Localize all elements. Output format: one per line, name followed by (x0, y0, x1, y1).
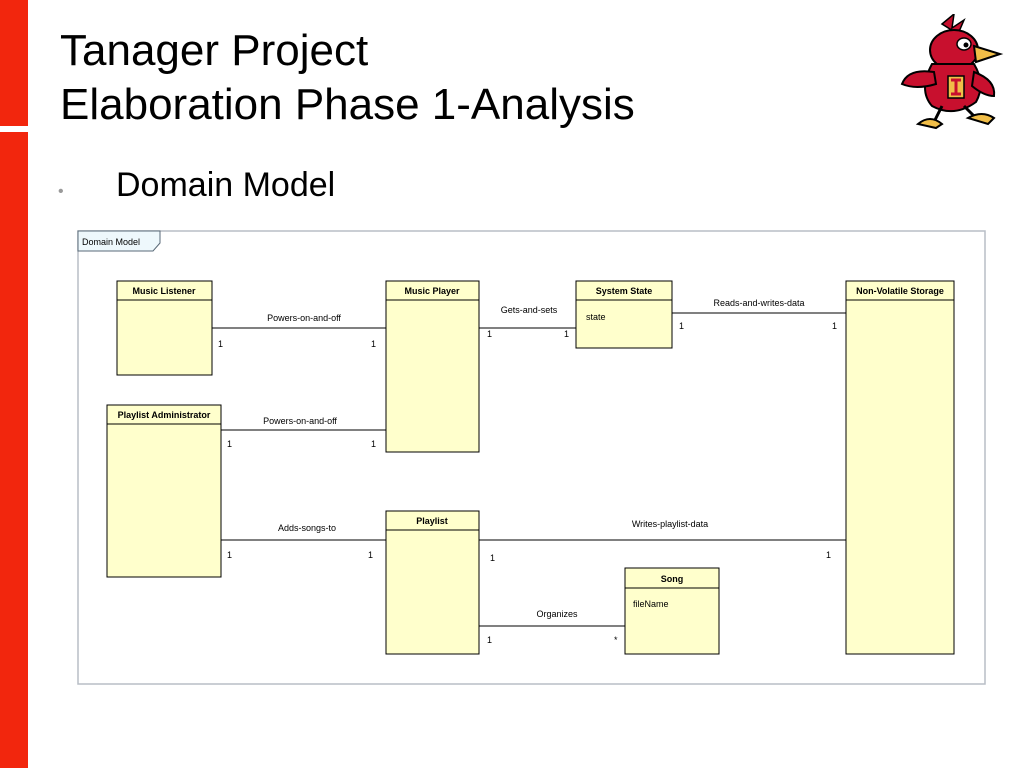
class-name-system-state: System State (596, 286, 653, 296)
slide-title-line-2: Elaboration Phase 1-Analysis (60, 80, 635, 129)
diagram-frame-label: Domain Model (82, 237, 140, 247)
class-system-state: System State state (575, 280, 673, 349)
class-name-music-listener: Music Listener (132, 286, 196, 296)
bullet-dot: • (58, 183, 64, 200)
class-music-player: Music Player (385, 280, 480, 453)
slide-title: Tanager Project Elaboration Phase 1-Anal… (60, 24, 635, 132)
class-playlist: Playlist (385, 510, 480, 655)
diagram-frame (77, 230, 986, 685)
class-name-playlist: Playlist (416, 516, 448, 526)
mult-playlist-storage-from: 1 (490, 553, 495, 563)
assoc-label-playlist-song: Organizes (536, 609, 578, 619)
class-name-song: Song (661, 574, 684, 584)
class-name-playlist-administrator: Playlist Administrator (118, 410, 211, 420)
assoc-label-admin-player: Powers-on-and-off (263, 416, 337, 426)
mult-state-storage-to: 1 (832, 321, 837, 331)
mult-admin-playlist-from: 1 (227, 550, 232, 560)
bullet-domain-model: Domain Model (116, 166, 336, 204)
class-music-listener: Music Listener (116, 280, 213, 376)
association-labels: Powers-on-and-off 1 1 Gets-and-sets 1 1 … (218, 298, 837, 645)
mult-player-state-from: 1 (487, 329, 492, 339)
class-song: Song fileName (624, 567, 720, 655)
mult-playlist-storage-to: 1 (826, 550, 831, 560)
mult-admin-playlist-to: 1 (368, 550, 373, 560)
mult-player-state-to: 1 (564, 329, 569, 339)
assoc-label-playlist-storage: Writes-playlist-data (632, 519, 708, 529)
class-attr-song: fileName (633, 599, 669, 609)
mult-admin-player-from: 1 (227, 439, 232, 449)
class-non-volatile-storage: Non-Volatile Storage (845, 280, 955, 655)
left-accent-divider (0, 126, 28, 132)
assoc-label-listener-player: Powers-on-and-off (267, 313, 341, 323)
mult-player-end: 1 (371, 339, 376, 349)
mult-listener-end: 1 (218, 339, 223, 349)
association-lines (212, 312, 846, 627)
mult-playlist-song-from: 1 (487, 635, 492, 645)
cardinal-mascot-icon (900, 14, 1004, 130)
diagram-frame-tab (77, 230, 161, 252)
assoc-label-state-storage: Reads-and-writes-data (713, 298, 804, 308)
class-name-non-volatile-storage: Non-Volatile Storage (856, 286, 944, 296)
class-name-music-player: Music Player (404, 286, 460, 296)
assoc-label-admin-playlist: Adds-songs-to (278, 523, 336, 533)
class-attr-system-state: state (586, 312, 606, 322)
mult-admin-player-to: 1 (371, 439, 376, 449)
mult-playlist-song-to: * (614, 635, 618, 645)
class-playlist-administrator: Playlist Administrator (106, 404, 222, 578)
slide-title-line-1: Tanager Project (60, 26, 369, 75)
mult-state-storage-from: 1 (679, 321, 684, 331)
assoc-label-player-state: Gets-and-sets (501, 305, 558, 315)
